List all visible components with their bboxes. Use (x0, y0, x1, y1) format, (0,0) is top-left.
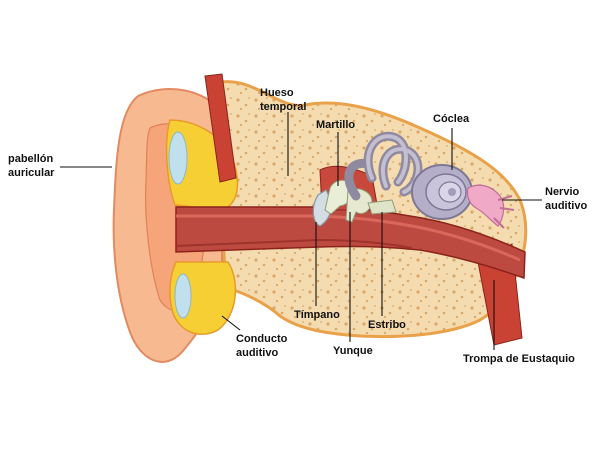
label-cochlea: Cóclea (433, 113, 470, 125)
label-eustachian-tube: Trompa de Eustaquio (463, 353, 575, 365)
label-auditory-nerve: Nervio auditivo (545, 186, 587, 212)
auditory-nerve (466, 184, 505, 227)
label-pinna: pabellón auricular (8, 153, 56, 179)
label-malleus: Martillo (316, 119, 355, 131)
label-stapes: Estribo (368, 319, 406, 331)
cochlea (411, 164, 473, 220)
label-ear-canal: Conducto auditivo (236, 333, 290, 359)
label-eardrum: Tímpano (294, 309, 340, 321)
muscle-upper (204, 73, 237, 183)
label-incus: Yunque (333, 345, 373, 357)
label-temporal-bone: Hueso temporal (260, 87, 306, 113)
stapes (367, 199, 397, 215)
